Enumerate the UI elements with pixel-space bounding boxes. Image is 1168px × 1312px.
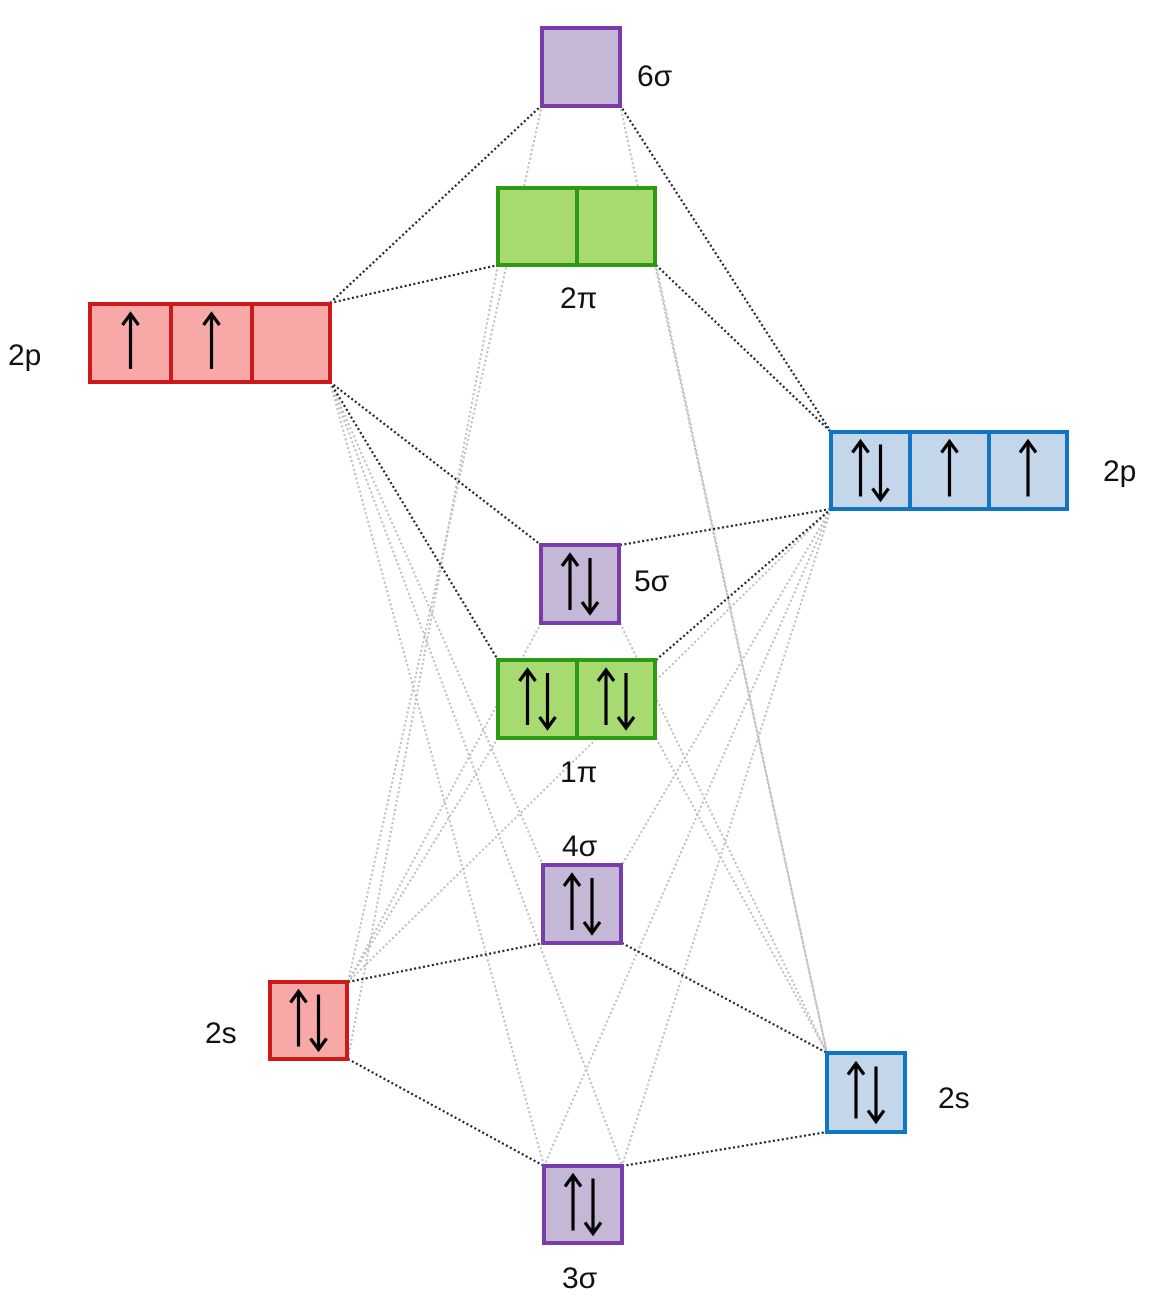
left-2s-label: 2s	[205, 1017, 237, 1050]
right-2p-orbital-box	[829, 430, 912, 511]
grey-correlation-line	[347, 737, 499, 983]
grey-correlation-line	[655, 737, 828, 1054]
black-correlation-line	[619, 507, 832, 547]
black-correlation-line	[621, 1130, 828, 1168]
mo-2pi-label: 2π	[560, 282, 597, 315]
mo-6sigma-orbital	[540, 26, 622, 108]
mo-1pi-orbital-box	[575, 658, 657, 740]
spin-up-arrow	[1018, 438, 1038, 497]
spin-down-arrow	[309, 994, 328, 1053]
spin-up-arrow	[563, 1172, 583, 1231]
grey-correlation-line	[619, 622, 828, 1054]
black-correlation-line	[329, 381, 542, 546]
mo-3sigma-orbital-box	[542, 1164, 624, 1245]
spin-up-arrow	[202, 311, 221, 369]
left-2p-orbital-box	[250, 302, 332, 384]
spin-up-arrow	[596, 667, 616, 725]
black-correlation-line	[347, 1058, 545, 1167]
spin-up-arrow	[518, 667, 537, 725]
grey-correlation-line	[347, 508, 832, 983]
spin-up-arrow	[289, 988, 308, 1047]
mo-1pi-orbital-box	[496, 658, 579, 740]
mo-2pi-orbital-box	[496, 186, 579, 267]
left-2p-label: 2p	[8, 339, 41, 372]
spin-down-arrow	[871, 444, 890, 503]
left-2s-orbital	[268, 980, 349, 1061]
mo-6sigma-orbital-box	[540, 26, 622, 108]
black-correlation-line	[619, 104, 832, 433]
left-2p-orbital-box	[88, 302, 173, 384]
grey-correlation-line	[329, 381, 544, 866]
mo-3sigma-label: 3σ	[562, 1262, 598, 1295]
mo-5sigma-orbital	[539, 543, 621, 625]
right-2s-orbital	[825, 1051, 907, 1134]
spin-down-arrow	[538, 673, 557, 731]
black-correlation-line	[347, 941, 544, 984]
mo-1pi-orbital	[496, 658, 657, 740]
orbital-boxes	[88, 26, 1069, 1245]
right-2p-orbital-box	[908, 430, 991, 511]
left-2s-orbital-box	[268, 980, 349, 1061]
spin-up-arrow	[121, 311, 140, 369]
mo-4sigma-orbital	[541, 863, 623, 945]
grey-correlation-line	[655, 264, 828, 1054]
right-2p-orbital	[829, 430, 1069, 511]
left-2p-orbital	[88, 302, 332, 384]
black-correlation-line	[329, 381, 499, 661]
black-correlation-line	[655, 264, 832, 433]
grey-correlation-line	[621, 508, 832, 1167]
spin-down-arrow	[583, 1178, 603, 1237]
mo-4sigma-orbital-box	[541, 863, 623, 945]
grey-correlation-line	[347, 264, 499, 1060]
mo-3sigma-orbital	[542, 1164, 624, 1245]
mo-2pi-orbital	[496, 186, 657, 267]
black-correlation-line	[655, 508, 832, 661]
mo-5sigma-orbital-box	[539, 543, 621, 625]
left-2p-orbital-box	[169, 302, 254, 384]
spin-up-arrow	[562, 872, 582, 930]
right-2p-orbital-box	[987, 430, 1069, 511]
grey-correlation-line	[329, 381, 545, 1167]
spin-down-arrow	[580, 558, 600, 616]
black-correlation-line	[329, 104, 543, 304]
mo-1pi-label: 1π	[560, 756, 597, 789]
grey-correlation-line	[621, 508, 832, 866]
orbital-labels: 2p 2s 2p 2s 6σ 2π 5σ 1π 4σ 3σ	[8, 60, 1136, 1295]
right-2s-orbital-box	[825, 1051, 907, 1134]
spin-up-arrow	[851, 438, 870, 497]
mo-4sigma-label: 4σ	[562, 830, 598, 863]
spin-down-arrow	[616, 673, 636, 731]
mo-2pi-orbital-box	[575, 186, 657, 267]
spin-down-arrow	[582, 878, 602, 936]
right-2s-label: 2s	[938, 1082, 970, 1115]
black-correlation-line	[329, 263, 499, 305]
right-2p-label: 2p	[1103, 455, 1136, 488]
mo-5sigma-label: 5σ	[634, 565, 670, 598]
spin-down-arrow	[866, 1066, 886, 1125]
spin-up-arrow	[846, 1060, 866, 1119]
spin-up-arrow	[940, 438, 959, 497]
mo-6sigma-label: 6σ	[637, 60, 673, 93]
black-correlation-line	[621, 942, 828, 1054]
spin-up-arrow	[560, 552, 580, 610]
